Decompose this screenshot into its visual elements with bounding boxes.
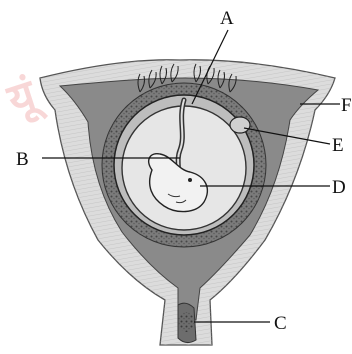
label-c: C bbox=[274, 313, 287, 334]
label-d: D bbox=[332, 177, 346, 198]
cervical-mucus bbox=[178, 312, 194, 332]
yolk-sac bbox=[230, 117, 250, 133]
label-e: E bbox=[332, 135, 344, 156]
label-f: F bbox=[341, 95, 352, 116]
label-a: A bbox=[220, 8, 234, 29]
label-b: B bbox=[16, 149, 29, 170]
embryo-eye bbox=[188, 178, 192, 182]
